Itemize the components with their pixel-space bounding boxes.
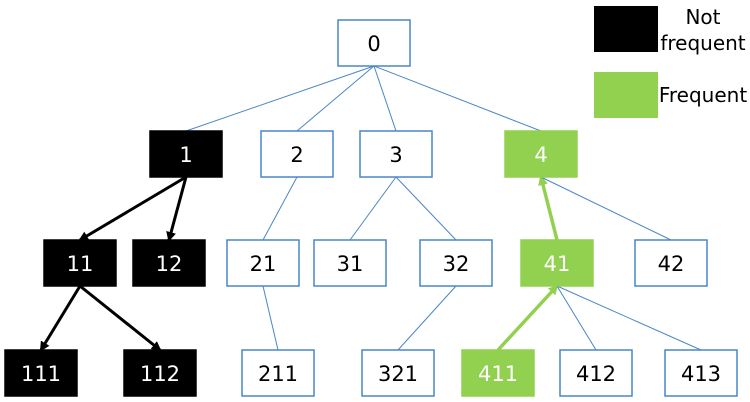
node-112: 112: [123, 349, 197, 397]
node-label-11: 11: [67, 252, 94, 276]
node-box-21: [226, 239, 300, 287]
node-4: 4: [504, 130, 578, 178]
node-321: 321: [361, 349, 435, 397]
node-label-411: 411: [478, 362, 518, 386]
node-label-321: 321: [378, 362, 418, 386]
edge-0-4: [373, 65, 542, 132]
edge-11-112: [79, 284, 162, 352]
node-12: 12: [132, 239, 206, 287]
legend-frequent-swatch: [594, 72, 658, 118]
node-label-111: 111: [21, 362, 61, 386]
legend-not-frequent-label-line1: Not: [685, 5, 720, 29]
node-box-411: [461, 349, 535, 397]
node-box-413: [664, 349, 738, 397]
edge-0-1: [185, 65, 375, 132]
node-label-3: 3: [389, 143, 402, 167]
edge-21-211: [262, 285, 279, 351]
node-111: 111: [4, 349, 78, 397]
node-box-2: [260, 130, 334, 178]
node-label-21: 21: [250, 252, 277, 276]
edges-layer: [39, 65, 702, 352]
edge-4-42: [540, 176, 672, 241]
node-411: 411: [461, 349, 535, 397]
node-box-31: [313, 239, 387, 287]
edge-2-21: [262, 176, 298, 241]
node-label-41: 41: [544, 252, 571, 276]
edge-0-3: [373, 65, 397, 132]
node-label-0: 0: [367, 32, 380, 56]
node-31: 31: [313, 239, 387, 287]
node-box-412: [559, 349, 633, 397]
node-box-11: [43, 239, 117, 287]
node-label-2: 2: [290, 143, 303, 167]
node-label-1: 1: [179, 143, 192, 167]
node-box-1: [149, 130, 223, 178]
node-0: 0: [337, 19, 411, 67]
node-label-32: 32: [443, 252, 470, 276]
node-box-32: [419, 239, 493, 287]
node-box-42: [634, 239, 708, 287]
node-21: 21: [226, 239, 300, 287]
edge-1-11: [78, 175, 187, 242]
node-box-3: [359, 130, 433, 178]
node-box-321: [361, 349, 435, 397]
legend-frequent-label: Frequent: [659, 83, 747, 107]
node-box-12: [132, 239, 206, 287]
edge-3-31: [349, 176, 397, 241]
node-412: 412: [559, 349, 633, 397]
node-box-41: [520, 239, 594, 287]
node-label-12: 12: [156, 252, 183, 276]
node-11: 11: [43, 239, 117, 287]
node-label-112: 112: [140, 362, 180, 386]
legend-not-frequent-swatch: [594, 6, 658, 52]
node-42: 42: [634, 239, 708, 287]
node-211: 211: [241, 349, 315, 397]
node-box-111: [4, 349, 78, 397]
edge-11-111: [39, 285, 82, 352]
node-label-4: 4: [534, 143, 547, 167]
edge-411-41: [496, 284, 559, 352]
edge-32-321: [397, 285, 457, 351]
node-box-0: [337, 19, 411, 67]
edge-3-32: [395, 176, 457, 241]
edge-1-12: [166, 176, 188, 242]
legend-not-frequent-label-line2: frequent: [660, 31, 745, 55]
edge-0-2: [296, 65, 375, 132]
node-label-31: 31: [337, 252, 364, 276]
node-label-211: 211: [258, 362, 298, 386]
node-41: 41: [520, 239, 594, 287]
legend: Not frequent Frequent: [594, 5, 747, 118]
edge-41-4: [538, 175, 559, 241]
node-1: 1: [149, 130, 223, 178]
node-2: 2: [260, 130, 334, 178]
node-32: 32: [419, 239, 493, 287]
node-label-412: 412: [576, 362, 616, 386]
edge-41-413: [556, 285, 702, 351]
edge-41-412: [556, 285, 597, 351]
node-box-112: [123, 349, 197, 397]
node-label-42: 42: [658, 252, 685, 276]
node-3: 3: [359, 130, 433, 178]
node-label-413: 413: [681, 362, 721, 386]
node-413: 413: [664, 349, 738, 397]
node-box-211: [241, 349, 315, 397]
node-box-4: [504, 130, 578, 178]
